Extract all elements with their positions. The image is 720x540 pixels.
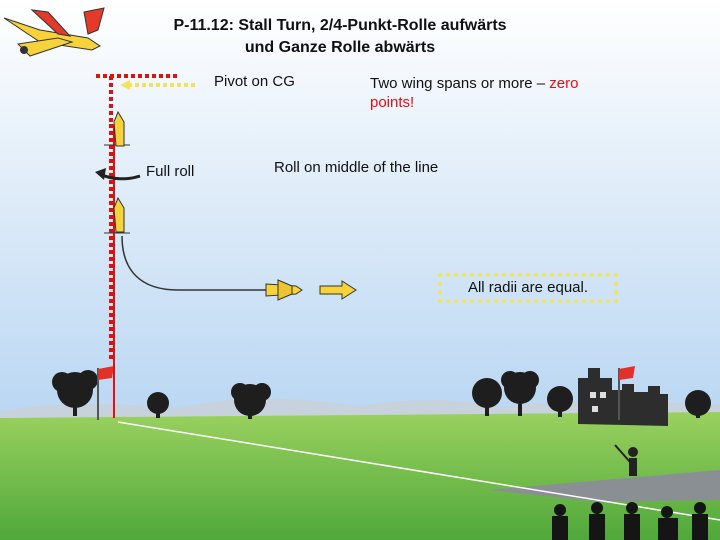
full-roll-label: Full roll <box>146 163 195 180</box>
pilot-figure <box>614 444 638 476</box>
judges <box>552 502 708 540</box>
field-line <box>117 421 720 521</box>
logo-airplane-icon <box>3 7 105 57</box>
roll-middle-label: Roll on middle of the line <box>274 159 439 176</box>
wing-spans-note: Two wing spans or more – zero points! <box>370 74 630 112</box>
trees <box>52 370 711 419</box>
flag-right <box>618 366 635 420</box>
exit-arrow-icon <box>319 280 357 300</box>
wing-spans-text: Two wing spans or more – <box>370 75 550 92</box>
wing-spans-points: points! <box>370 94 415 111</box>
aircraft-horizontal-icon <box>265 279 303 301</box>
pivot-arrow-icon <box>120 80 130 90</box>
aircraft-vertical-upper-icon <box>104 110 130 147</box>
aircraft-vertical-lower-icon <box>104 196 130 234</box>
wing-spans-zero: zero <box>549 75 579 92</box>
title-line-2: und Ganze Rolle abwärts <box>244 39 436 56</box>
runway <box>488 470 720 502</box>
full-roll-arrowhead-icon <box>95 168 106 180</box>
sky-background <box>0 0 720 420</box>
radii-note: All radii are equal. <box>438 273 618 303</box>
pivot-label: Pivot on CG <box>214 73 295 90</box>
pullout-curve <box>121 235 268 291</box>
flag-left <box>97 366 114 420</box>
grass-field <box>0 412 720 540</box>
title-line-1: P-11.12: Stall Turn, 2/4-Punkt-Rolle auf… <box>173 17 507 34</box>
castle-ruin <box>578 368 668 426</box>
